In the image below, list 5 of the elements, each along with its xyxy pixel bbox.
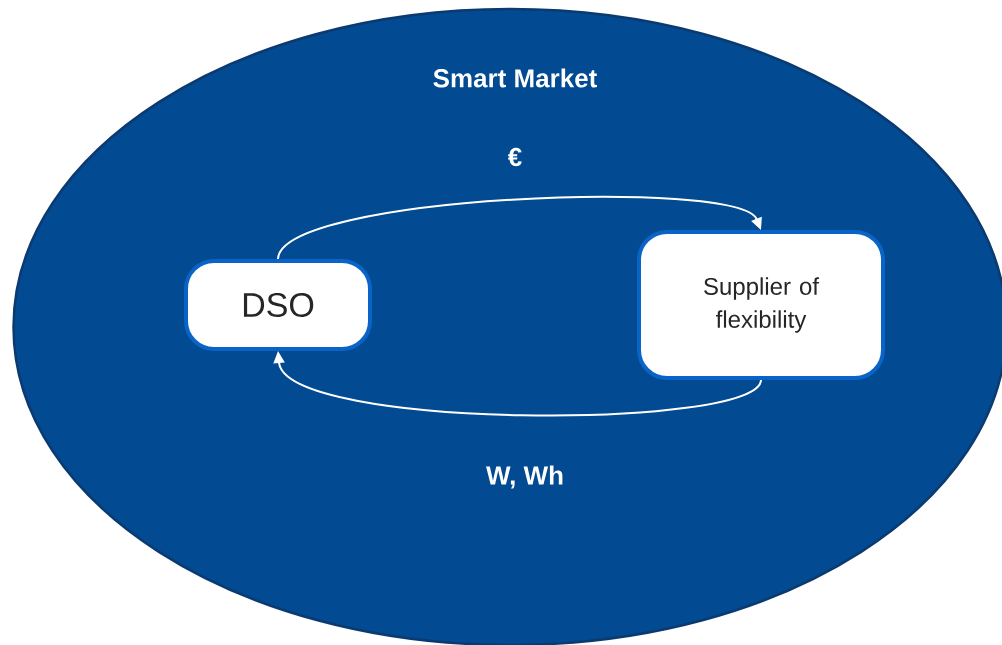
heading: Smart Market — [433, 68, 597, 88]
arrow — [277, 196, 762, 260]
rounded-box: Supplier of flexibility — [637, 230, 885, 380]
rounded-box: DSO — [184, 259, 372, 351]
edge-label: W, Wh — [484, 463, 566, 491]
